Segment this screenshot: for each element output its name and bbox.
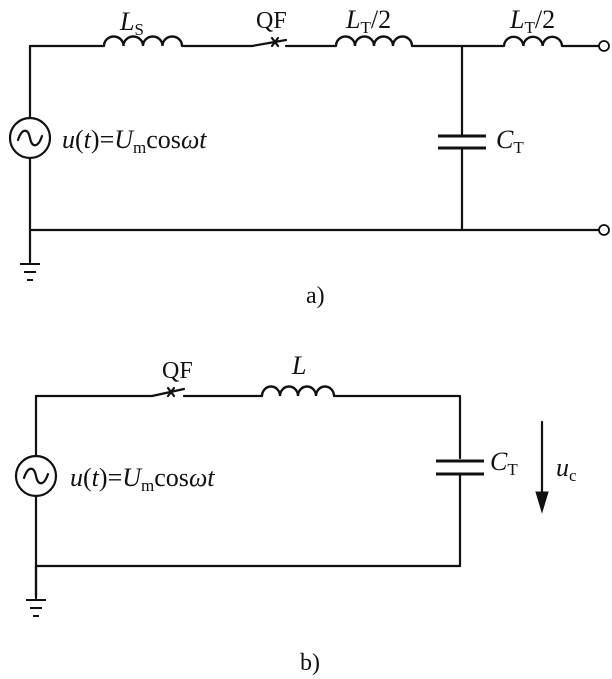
voltage-source-a (8, 116, 52, 160)
inductor-lt1 (334, 35, 414, 47)
label-source-a: u(t)=Umcosωt (62, 125, 207, 157)
wire-a-bottom (28, 228, 602, 264)
ground-icon-b (26, 599, 46, 617)
terminal-a-bottom (598, 224, 610, 236)
breaker-x-icon-a (270, 36, 280, 48)
label-l: L (291, 351, 306, 380)
inductor-l (260, 385, 336, 397)
label-qf-b: QF (162, 358, 193, 384)
sine-icon-b (22, 467, 50, 485)
label-uc: uc (556, 453, 577, 485)
label-ct-a: CT (496, 125, 524, 157)
sine-icon-a (16, 129, 44, 147)
label-ls: LS (119, 7, 144, 39)
inductor-ls (102, 35, 184, 47)
breaker-x-icon-b (166, 386, 176, 398)
label-lt2: LT/2 (509, 5, 555, 37)
arrow-uc-head-icon (535, 491, 549, 514)
breaker-switch-b (150, 387, 186, 398)
label-lt1: LT/2 (345, 5, 391, 37)
label-ct-b: CT (490, 447, 518, 479)
wire-b-top (34, 394, 462, 460)
voltage-source-b (14, 454, 58, 498)
ground-icon-a (20, 263, 40, 281)
terminal-a-top (598, 40, 610, 52)
diagram-b: QF L CT uc u(t)=Umcosωt b) (14, 351, 577, 676)
caption-a: a) (306, 283, 325, 309)
breaker-switch-a (250, 38, 288, 48)
diagram-a: LS QF LT/2 LT/2 CT u(t)=Umcosωt a) (8, 5, 610, 309)
caption-b: b) (300, 650, 320, 676)
inductor-lt2 (502, 35, 564, 47)
label-qf-a: QF (256, 8, 287, 34)
label-source-b: u(t)=Umcosωt (70, 463, 215, 495)
